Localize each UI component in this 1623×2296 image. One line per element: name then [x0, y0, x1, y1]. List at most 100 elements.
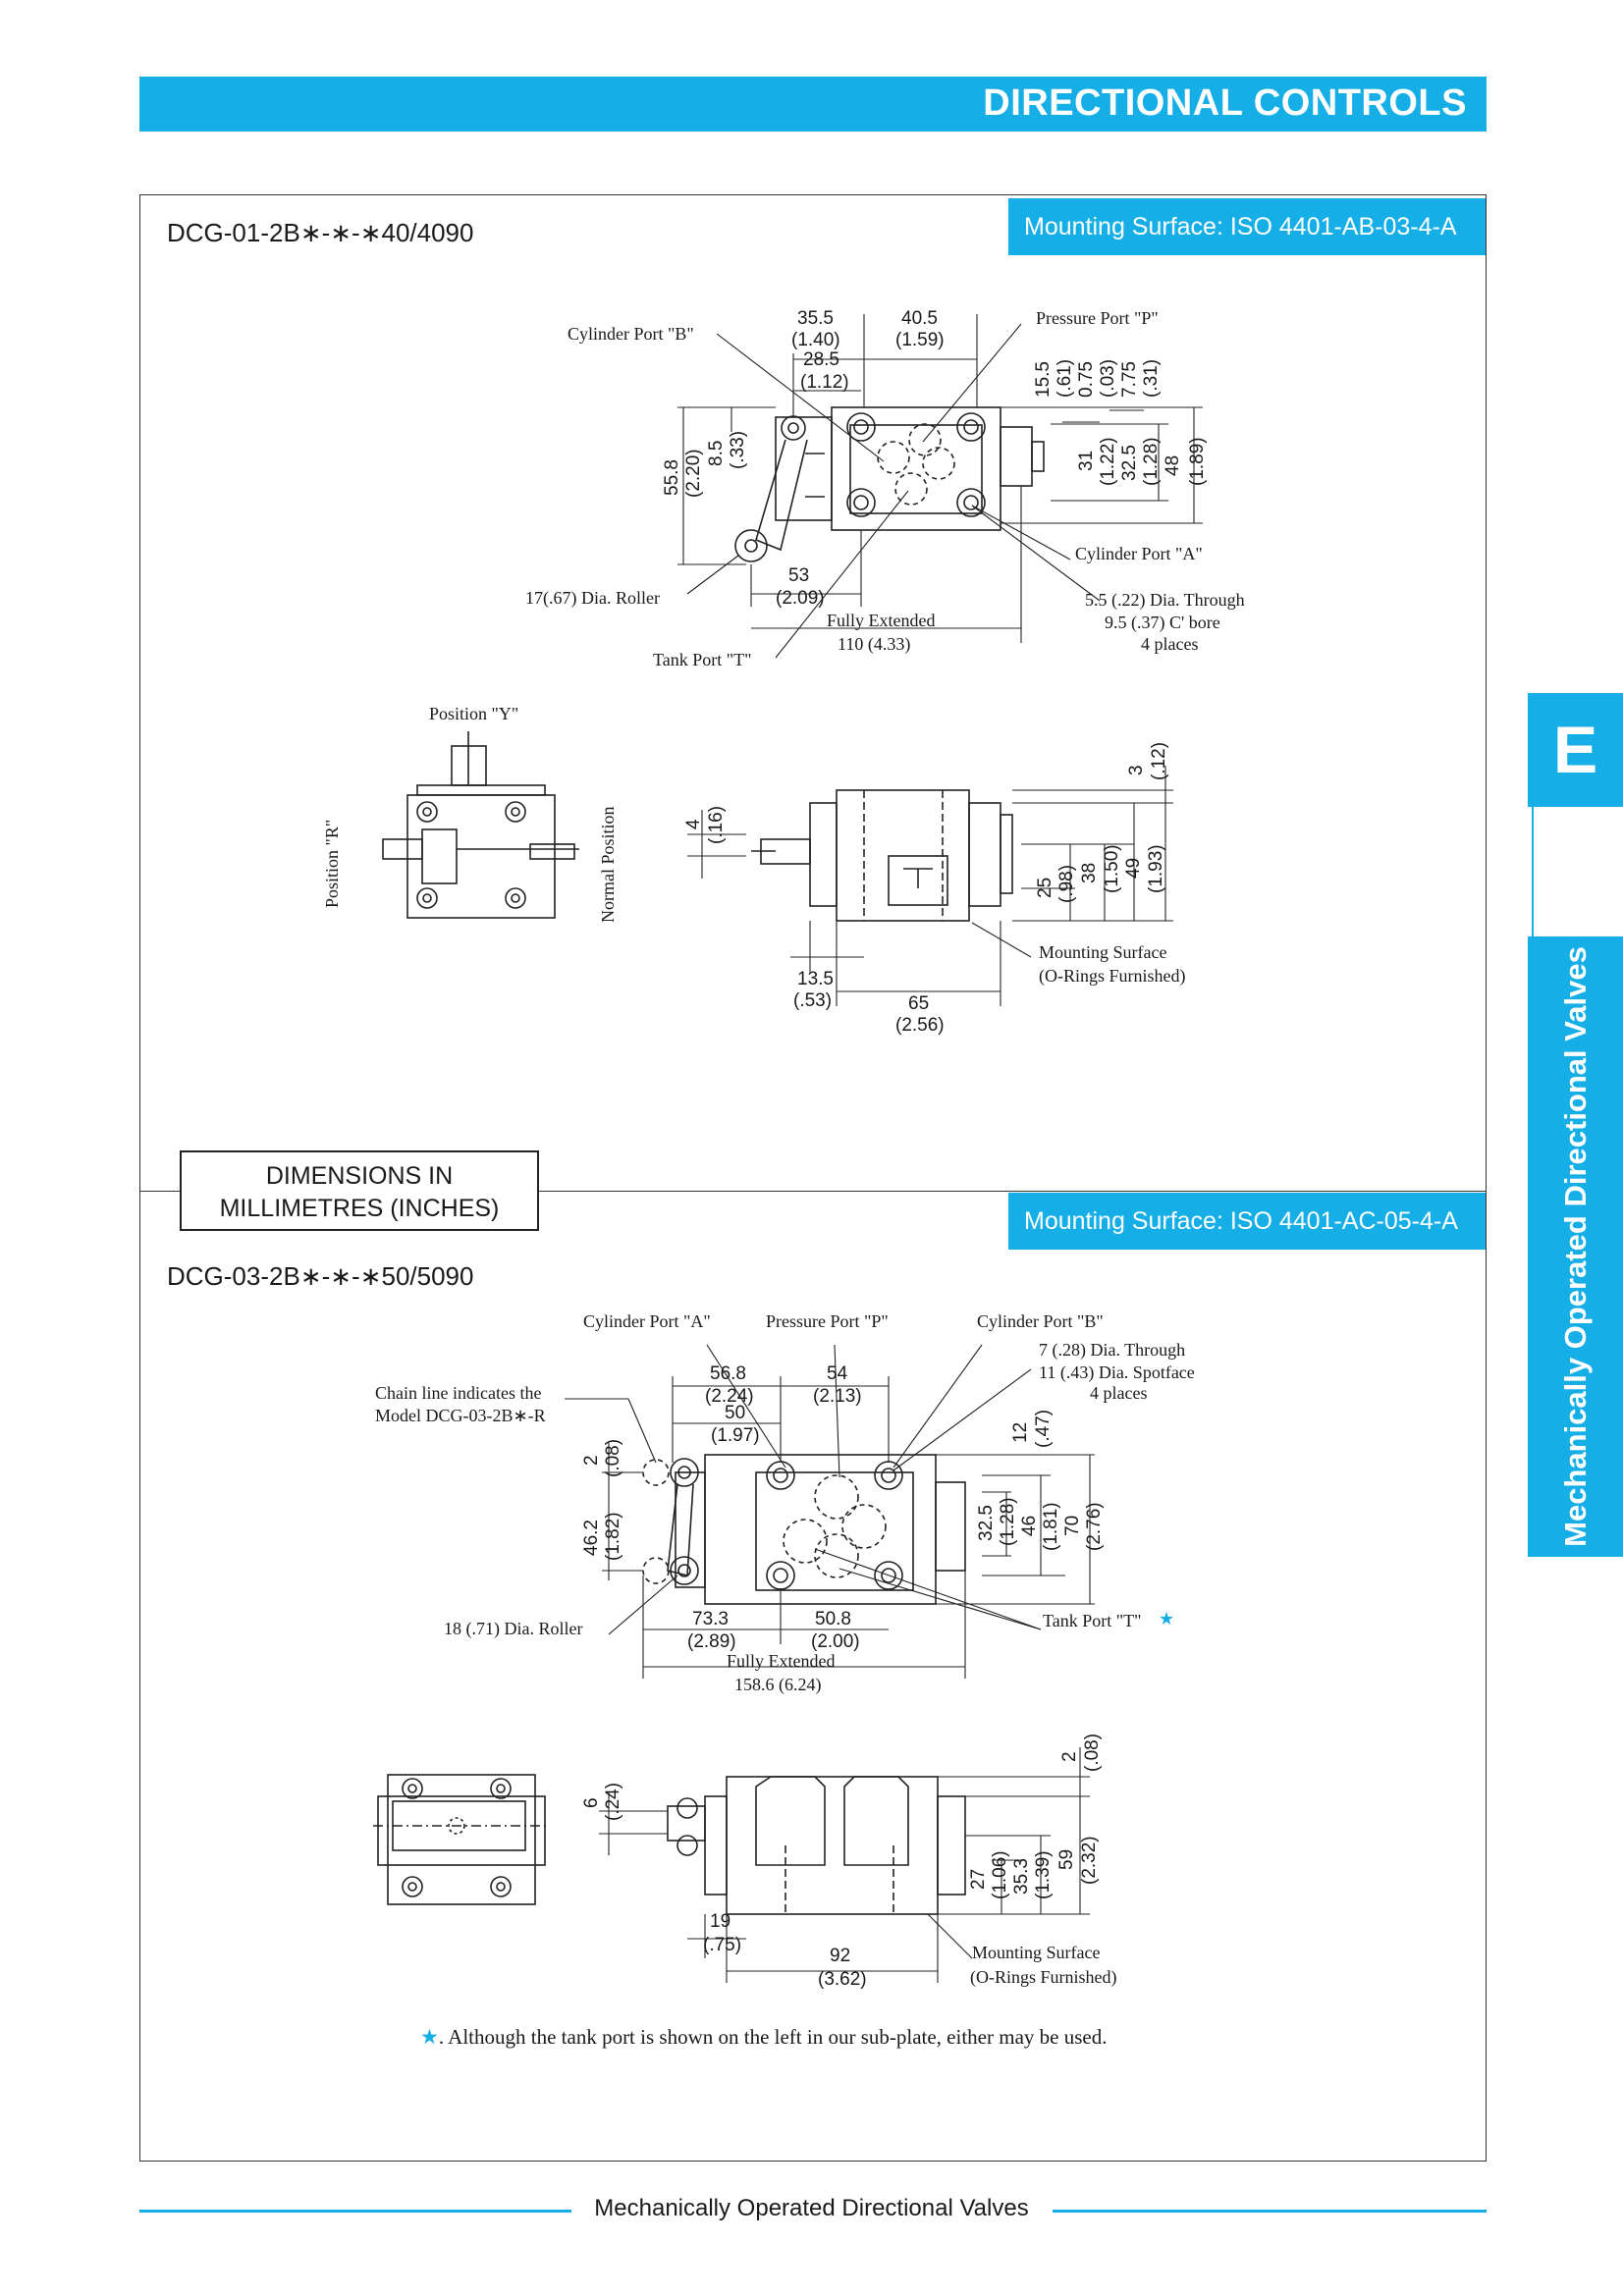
label-mounting-surface-1: Mounting Surface	[1039, 942, 1166, 962]
dim-0-16: (.16)	[706, 806, 727, 844]
label-orings-1: (O-Rings Furnished)	[1039, 966, 1186, 987]
section-side-tab: Mechanically Operated Directional Valves	[1528, 936, 1623, 1557]
drawing-dcg03-end-view	[373, 1774, 550, 1905]
label-position-y: Position "Y"	[429, 704, 518, 723]
label-mounting-surface-2: Mounting Surface	[972, 1943, 1100, 1962]
dim-0-24: (.24)	[603, 1783, 623, 1821]
dim-2-00: (2.00)	[811, 1631, 860, 1652]
dim-38: 38	[1079, 863, 1100, 883]
dim-1-06: (1.06)	[990, 1850, 1010, 1899]
dim-50: 50	[725, 1403, 745, 1423]
dim-31: 31	[1076, 451, 1097, 471]
dim-46: 46	[1019, 1516, 1040, 1536]
dim-2-09: (2.09)	[776, 588, 825, 609]
dim-53: 53	[788, 565, 809, 586]
footnote-star-icon: ★	[420, 2025, 439, 2049]
dim-92: 92	[830, 1946, 850, 1966]
label-fully-extended: Fully Extended	[827, 611, 936, 630]
dim-32-5: 32.5	[1119, 445, 1140, 481]
label-cylinder-port-a-2: Cylinder Port "A"	[583, 1311, 711, 1331]
dim-54: 54	[827, 1363, 848, 1384]
dim-1-82: (1.82)	[603, 1512, 623, 1561]
label-fully-extended-value: 110 (4.33)	[838, 634, 910, 655]
dim-0-47: (.47)	[1033, 1410, 1054, 1448]
model-label-dcg03: DCG-03-2B∗-∗-∗50/5090	[167, 1261, 474, 1291]
label-cylinder-port-b: Cylinder Port "B"	[568, 324, 694, 344]
dim-65: 65	[908, 993, 929, 1014]
label-chain-line-1: Chain line indicates the	[375, 1383, 541, 1403]
label-4-places: 4 places	[1141, 634, 1198, 654]
star-icon: ★	[1159, 1609, 1174, 1629]
dim-1-39: (1.39)	[1033, 1850, 1054, 1899]
label-cbore: 9.5 (.37) C' bore	[1105, 613, 1220, 633]
dim-0-08-side: (.08)	[1082, 1734, 1103, 1772]
section-letter-tab: E	[1528, 693, 1623, 807]
dim-1-28: (1.28)	[1141, 437, 1162, 486]
footer: Mechanically Operated Directional Valves	[0, 2195, 1623, 2222]
dim-1-59: (1.59)	[895, 330, 945, 350]
section-side-tab-text: Mechanically Operated Directional Valves	[1557, 946, 1593, 1547]
label-pressure-port-p: Pressure Port "P"	[1036, 308, 1159, 328]
dim-55-8: 55.8	[662, 459, 682, 496]
dimensions-line-2: MILLIMETRES (INCHES)	[219, 1195, 500, 1222]
dim-0-12: (.12)	[1149, 742, 1169, 780]
dimensions-line-1: DIMENSIONS IN	[265, 1162, 454, 1190]
valve-symbol-panel	[1532, 807, 1623, 936]
dim-2-76: (2.76)	[1084, 1502, 1105, 1551]
dim-0-08: (.08)	[603, 1439, 623, 1477]
label-pressure-port-p-2: Pressure Port "P"	[766, 1311, 889, 1331]
label-orings-2: (O-Rings Furnished)	[970, 1967, 1117, 1988]
dim-15-5: 15.5	[1033, 361, 1054, 398]
dim-32-5b: 32.5	[976, 1505, 997, 1541]
dim-1-89: (1.89)	[1187, 437, 1208, 486]
dim-2-13: (2.13)	[813, 1386, 862, 1407]
dim-1-93: (1.93)	[1146, 844, 1166, 893]
dim-19: 19	[710, 1911, 730, 1932]
dim-50-8: 50.8	[815, 1609, 851, 1629]
label-roller: 17(.67) Dia. Roller	[525, 588, 660, 609]
dim-1-28b: (1.28)	[998, 1497, 1018, 1546]
dim-1-50: (1.50)	[1102, 844, 1122, 893]
label-dia-through-2: 7 (.28) Dia. Through	[1039, 1340, 1185, 1361]
dim-59: 59	[1056, 1849, 1077, 1870]
label-fully-extended-2: Fully Extended	[727, 1651, 836, 1671]
dim-0-75b: (.75)	[703, 1935, 741, 1955]
label-cylinder-port-a: Cylinder Port "A"	[1075, 544, 1203, 563]
dim-70: 70	[1062, 1516, 1083, 1536]
label-chain-line-2: Model DCG-03-2B∗-R	[375, 1406, 546, 1425]
label-fully-extended-value-2: 158.6 (6.24)	[734, 1675, 822, 1695]
label-normal-position: Normal Position	[598, 806, 618, 923]
header-bar: DIRECTIONAL CONTROLS	[139, 77, 1487, 132]
dim-0-61: (.61)	[1055, 359, 1075, 398]
dim-2-32: (2.32)	[1079, 1836, 1100, 1885]
dim-2: 2	[581, 1455, 602, 1466]
label-tank-port-t: Tank Port "T"	[653, 650, 751, 669]
label-tank-port-t-2: Tank Port "T"	[1043, 1611, 1141, 1630]
dim-0-33: (.33)	[728, 431, 748, 469]
dim-6: 6	[581, 1797, 602, 1808]
dim-56-8: 56.8	[710, 1363, 746, 1384]
footnote: ★. Although the tank port is shown on th…	[420, 2025, 1107, 2050]
footer-line-right	[1053, 2210, 1487, 2213]
mounting-badge-1: Mounting Surface: ISO 4401-AB-03-4-A	[1008, 198, 1486, 255]
dim-27: 27	[968, 1869, 989, 1890]
label-cylinder-port-b-2: Cylinder Port "B"	[977, 1311, 1104, 1331]
drawing-dcg03-top-view	[642, 1454, 966, 1605]
dim-1-12: (1.12)	[800, 372, 849, 393]
dim-2-20: (2.20)	[683, 449, 704, 498]
footer-text: Mechanically Operated Directional Valves	[584, 2195, 1039, 2221]
drawing-dcg01-top-view	[734, 406, 1045, 562]
dim-25: 25	[1035, 878, 1055, 898]
label-4-places-2: 4 places	[1090, 1383, 1147, 1403]
section-divider	[140, 1191, 1486, 1192]
mounting-badge-2: Mounting Surface: ISO 4401-AC-05-4-A	[1008, 1193, 1486, 1250]
dim-13-5: 13.5	[797, 969, 834, 989]
dim-4: 4	[683, 819, 704, 829]
dim-49: 49	[1123, 858, 1144, 879]
dim-0-31: (.31)	[1141, 359, 1162, 398]
dim-8-5: 8.5	[706, 441, 727, 466]
dim-1-22: (1.22)	[1098, 437, 1118, 486]
dim-1-97: (1.97)	[711, 1425, 760, 1446]
page-title: DIRECTIONAL CONTROLS	[983, 82, 1467, 124]
